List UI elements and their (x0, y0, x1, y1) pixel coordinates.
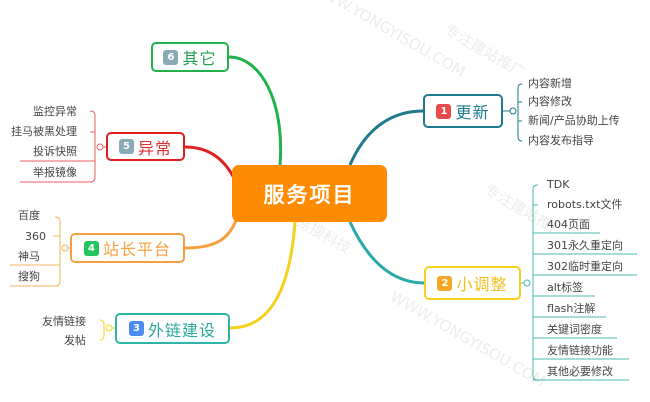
priority-badge: 4 (83, 240, 99, 256)
leaf-item[interactable]: 友情链接功能 (547, 344, 613, 357)
leaf-item[interactable]: 360 (25, 230, 46, 243)
topic-update[interactable]: 1 更新 (423, 94, 503, 128)
leaf-item[interactable]: TDK (547, 178, 570, 191)
leaf-item[interactable]: 神马 (18, 250, 40, 263)
topic-label: 小调整 (456, 275, 508, 294)
leaf-item[interactable]: 搜狗 (18, 270, 40, 283)
leaf-item[interactable]: 挂马被黑处理 (11, 125, 77, 138)
leaf-item[interactable]: 发帖 (64, 334, 86, 347)
leaf-item[interactable]: robots.txt文件 (547, 198, 623, 211)
priority-badge: 5 (118, 139, 134, 154)
topic-external-links[interactable]: 3 外链建设 (115, 313, 230, 344)
leaf-item[interactable]: alt标签 (547, 281, 584, 294)
connector-2 (348, 221, 425, 285)
topic-small-adjustments[interactable]: 2 小调整 (424, 266, 521, 300)
priority-badge: 2 (437, 275, 453, 291)
central-topic[interactable]: 服务项目 (232, 165, 387, 222)
priority-badge: 6 (163, 49, 179, 65)
leaf-item[interactable]: 内容发布指导 (528, 134, 594, 147)
topic-webmaster-platforms[interactable]: 4 站长平台 (70, 233, 185, 263)
connector-3 (229, 221, 297, 330)
leaf-item[interactable]: 新闻/产品协助上传 (528, 114, 620, 127)
leaf-item[interactable]: 百度 (18, 209, 40, 222)
topic-label: 站长平台 (102, 240, 171, 259)
leaf-item[interactable]: flash注解 (547, 302, 596, 315)
connector-6 (228, 55, 283, 167)
connector-1 (348, 109, 424, 166)
leaf-item[interactable]: 监控异常 (33, 105, 77, 118)
connector-4 (184, 214, 240, 250)
leaf-item[interactable]: 302临时重定向 (547, 260, 623, 273)
topic-other[interactable]: 6 其它 (151, 42, 229, 72)
leaf-item[interactable]: 301永久重定向 (547, 239, 623, 252)
topic-label: 异常 (137, 138, 172, 158)
leaf-item[interactable]: 关键词密度 (547, 323, 602, 336)
leaf-item[interactable]: 内容修改 (528, 95, 572, 108)
connector-5 (184, 145, 237, 181)
leaf-item[interactable]: 404页面 (547, 218, 590, 231)
leaf-item[interactable]: 投诉快照 (33, 145, 77, 158)
priority-badge: 3 (128, 321, 144, 336)
leaf-item[interactable]: 其他必要修改 (547, 365, 613, 378)
topic-label: 更新 (455, 103, 490, 122)
topic-exceptions[interactable]: 5 异常 (106, 132, 185, 161)
leaf-item[interactable]: 友情链接 (42, 315, 86, 328)
priority-badge: 1 (436, 103, 452, 119)
topic-label: 其它 (182, 49, 217, 68)
leaf-item[interactable]: 内容新增 (528, 77, 572, 90)
topic-label: 外链建设 (147, 320, 216, 340)
leaf-item[interactable]: 举报镜像 (33, 166, 77, 179)
